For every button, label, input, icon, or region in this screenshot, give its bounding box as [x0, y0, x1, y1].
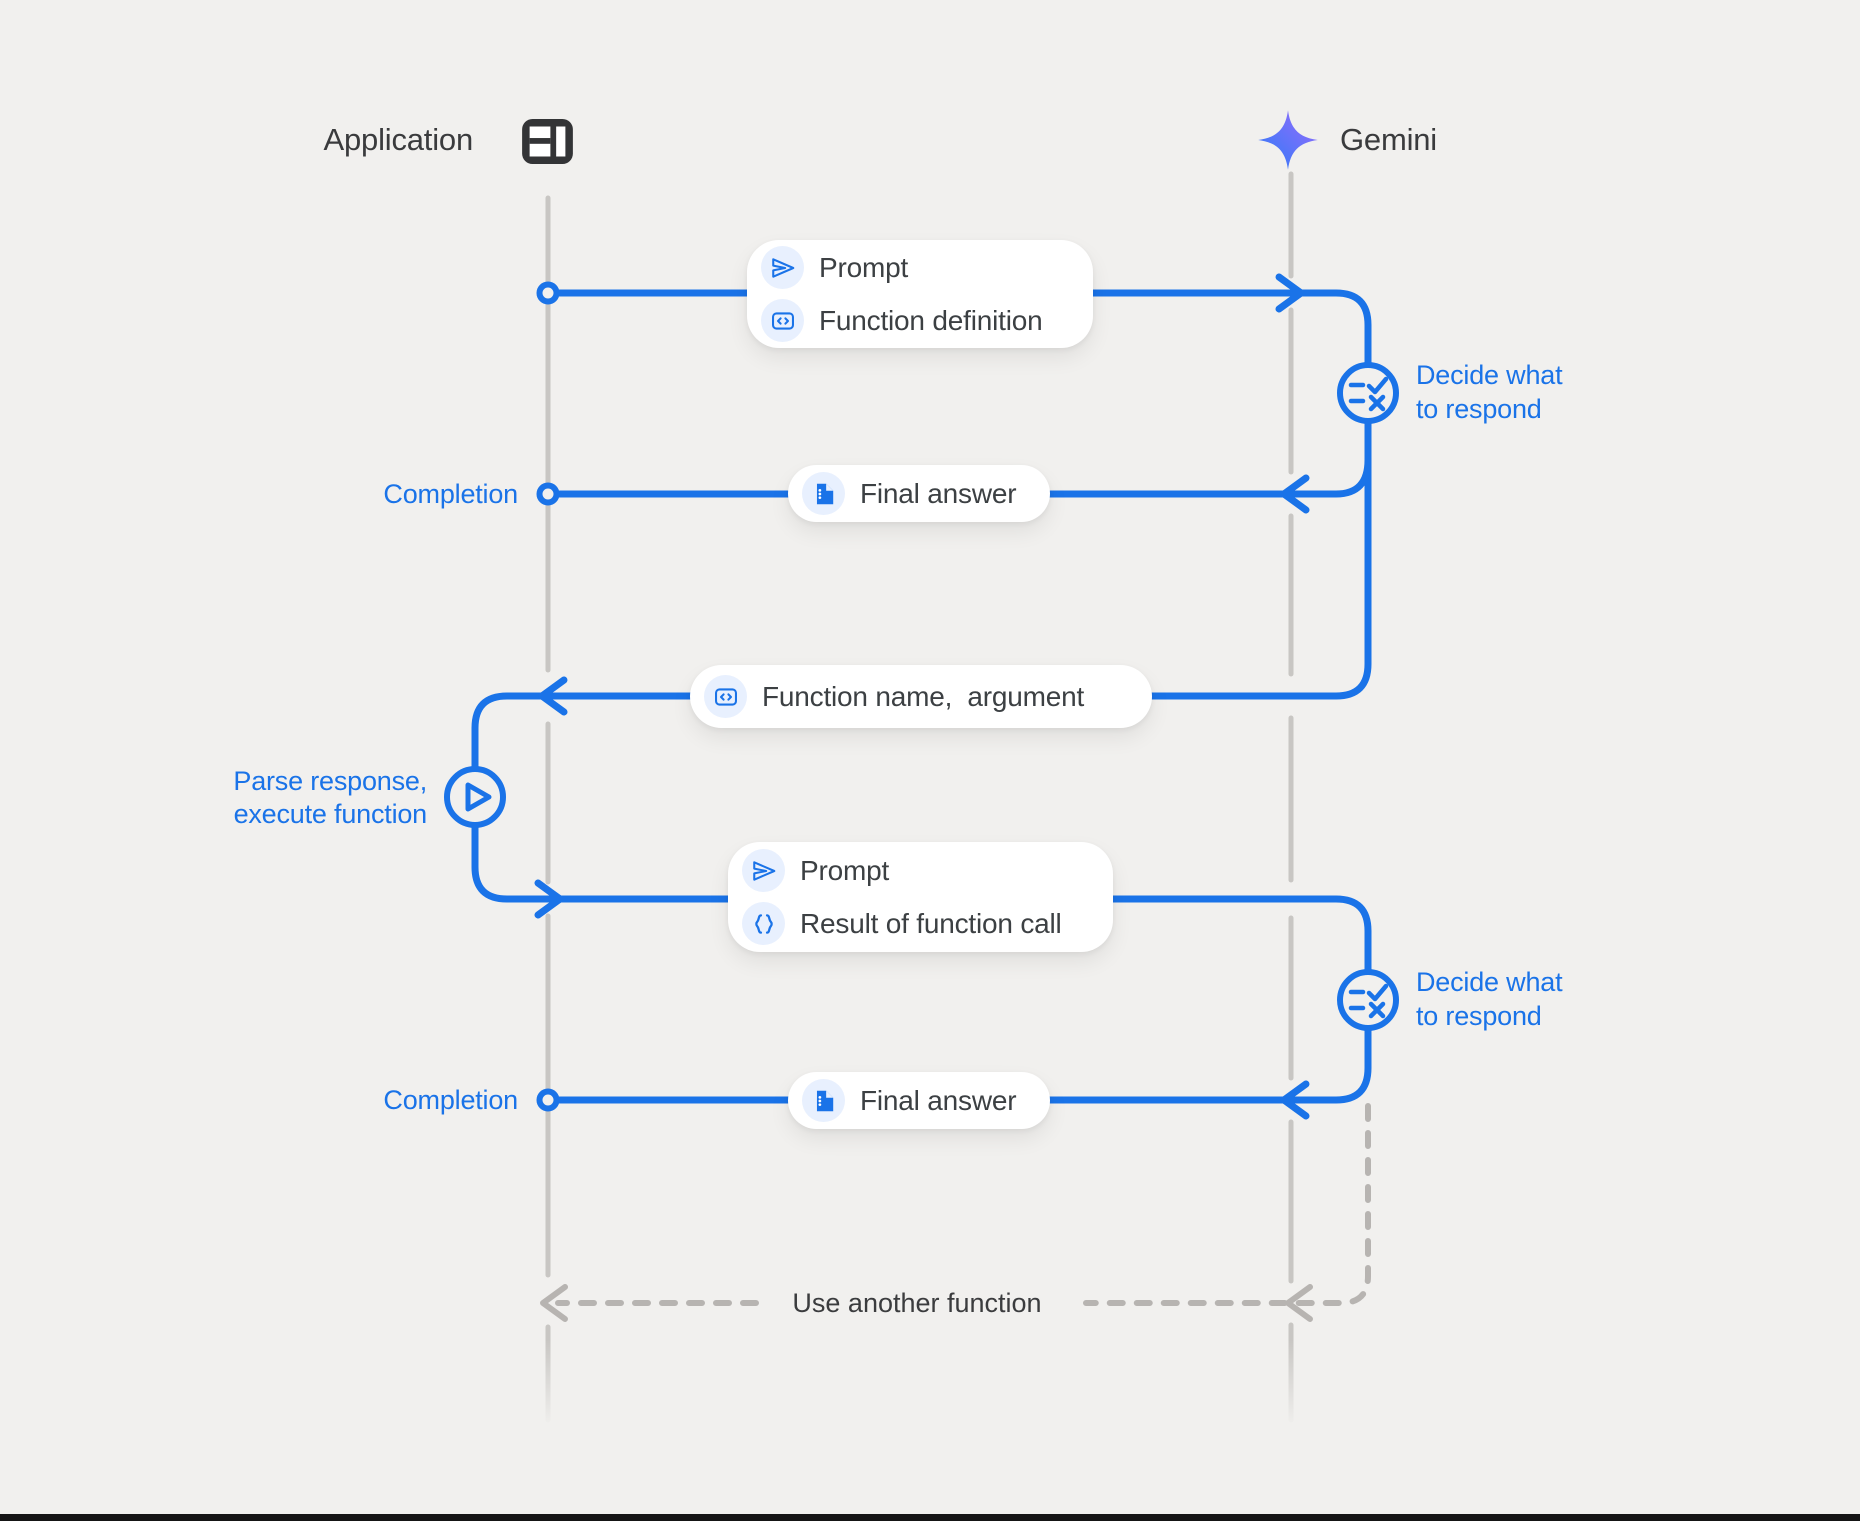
bottom-bar [0, 1514, 1860, 1521]
completion-donut-1 [536, 482, 560, 506]
arrowhead-to-application-1 [538, 676, 568, 716]
function-name-argument-label: Function name, argument [762, 680, 1085, 712]
send-icon [761, 246, 804, 289]
final-answer-row: Final answer [788, 1074, 1050, 1127]
document-icon [802, 472, 845, 515]
message-prompt-function-definition: Prompt Function definition [747, 240, 1093, 348]
send-icon [742, 849, 785, 892]
arrowhead-from-gemini-2 [1280, 1080, 1310, 1120]
result-row: Result of function call [728, 897, 1113, 950]
document-icon [802, 1079, 845, 1122]
blue-arrowheads [534, 273, 1310, 1120]
use-another-function-label: Use another function [792, 1288, 1042, 1318]
completion-donut-2 [536, 1088, 560, 1112]
message-function-name-argument: Function name, argument [690, 665, 1152, 728]
application-actor-label: Application [323, 122, 474, 157]
message-prompt-result: Prompt Result of function call [728, 842, 1113, 952]
decide-node-1 [1337, 362, 1399, 424]
app-window-icon [522, 119, 573, 164]
code-box-icon [704, 675, 747, 718]
code-box-icon [761, 299, 804, 342]
final-answer-1-branch [544, 456, 1372, 498]
prompt-label: Prompt [819, 251, 909, 283]
decide-label-2: Decide what to respond [1416, 967, 1563, 1031]
decide-label-1: Decide what to respond [1416, 360, 1563, 424]
completion-label-2: Completion [383, 1085, 518, 1115]
lifeline-fade [0, 1340, 1860, 1435]
message-final-answer-2: Final answer [788, 1072, 1050, 1129]
gemini-sparkle-icon [1258, 110, 1318, 170]
rule-icon [1348, 983, 1389, 1019]
parse-execute-label: Parse response, execute function [233, 766, 427, 829]
final-answer-label-2: Final answer [860, 1084, 1017, 1116]
completion-label-1: Completion [383, 479, 518, 509]
prompt-row: Prompt [747, 241, 1093, 294]
message-final-answer-1: Final answer [788, 465, 1050, 522]
arrowhead-to-gemini-1 [1275, 273, 1305, 313]
final-answer-row: Final answer [788, 467, 1050, 520]
play-icon [465, 782, 492, 812]
rule-icon [1348, 376, 1389, 412]
use-another-function-dashed-path [555, 1103, 1371, 1306]
start-donut [536, 281, 560, 305]
loop-arrowhead-application [540, 1284, 568, 1322]
function-definition-label: Function definition [819, 304, 1043, 336]
parse-execute-node [444, 766, 506, 828]
endpoint-donuts [536, 281, 560, 1112]
braces-icon [742, 902, 785, 945]
arrowhead-to-gemini-2 [534, 879, 564, 919]
decide-node-2 [1337, 969, 1399, 1031]
prompt-row: Prompt [728, 844, 1113, 897]
final-answer-label-1: Final answer [860, 477, 1017, 509]
prompt-label-2: Prompt [800, 854, 890, 886]
loop-arrowhead-gemini [1285, 1284, 1313, 1322]
function-definition-row: Function definition [747, 294, 1093, 347]
result-of-function-call-label: Result of function call [800, 907, 1062, 939]
gemini-actor-label: Gemini [1340, 122, 1437, 157]
function-name-row: Function name, argument [690, 670, 1152, 723]
dashed-arrowheads [540, 1284, 1313, 1322]
arrowhead-from-gemini-1 [1280, 474, 1310, 514]
